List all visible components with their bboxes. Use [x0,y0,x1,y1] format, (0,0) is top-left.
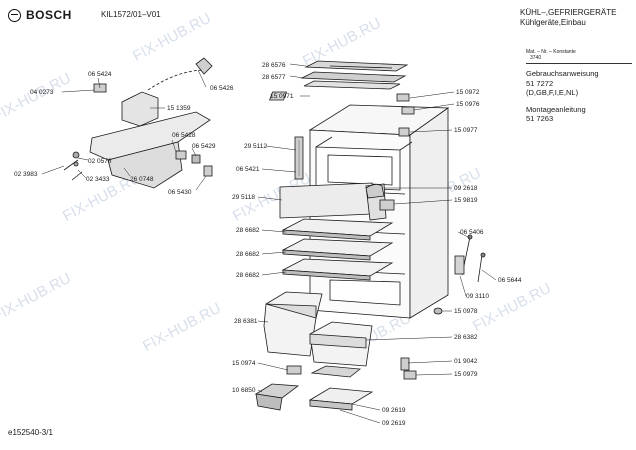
part-number-labels: 06 5424 04 0273 06 5426 15 1359 06 5428 … [14,62,522,427]
part-label: 06 5424 [88,71,112,78]
part-label: 06 5421 [236,166,260,173]
part-label: 28 6576 [262,62,286,69]
part-label: 28 6682 [236,272,260,279]
parts-drawing [63,57,486,411]
lower-tray-parts [254,365,374,411]
part-label: 06 5426 [210,85,234,92]
part-label: 28 6577 [262,74,286,81]
door-and-shelves [279,182,395,281]
part-label: 02 3433 [86,176,110,183]
brand-name: BOSCH [26,8,72,22]
brand-logo: BOSCH [8,8,72,22]
document-info-panel: Mat. – Nr. – Konstante 3740 Gebrauchsanw… [526,49,632,131]
leader-lines [41,63,497,424]
part-label: 01 9042 [454,358,478,365]
part-label: 28 6381 [234,318,258,325]
part-label: 15 0978 [454,308,478,315]
stamp-value: 3740 [530,55,542,61]
part-label: 15 1359 [167,105,191,112]
part-label: 06 5429 [192,143,216,150]
part-label: 29 5112 [244,143,267,150]
part-label: 15 0977 [454,127,478,134]
part-label: 09 2619 [382,407,406,414]
part-label: 10 6850 [232,387,256,394]
part-label: 29 5118 [232,194,255,201]
part-label: 06 5644 [498,277,522,284]
installation-title: Montageanleitung [526,104,586,114]
hinge-brackets [269,91,415,180]
part-label: 06 5406 [460,229,484,236]
part-label: 15 0974 [232,360,256,367]
category-main: KÜHL–,GEFRIERGERÄTE [520,8,617,17]
manual-number: 51 7272 [526,78,554,88]
crisper-drawers [263,291,373,367]
part-label: 09 3110 [466,293,489,300]
part-label: 15 0976 [456,101,480,108]
part-label: 28 6682 [236,251,260,258]
manual-title: Gebrauchsanweisung [526,69,599,78]
part-label: 26 0748 [130,176,154,183]
part-label: 15 0972 [456,89,480,96]
stamp-label: Mat. – Nr. – Konstante [526,49,576,55]
part-label: 02 3983 [14,171,38,178]
part-label: 15 0979 [454,371,478,378]
part-label: 06 5428 [172,132,196,139]
installation-number: 51 7263 [526,114,554,123]
part-label: 28 6682 [236,227,260,234]
part-label: 09 2619 [382,420,406,427]
part-label: 15 9819 [454,197,478,204]
manual-group: Gebrauchsanweisung 51 7272 (D,GB,F,I,E,N… [526,69,632,98]
category-block: KÜHL–,GEFRIERGERÄTE Kühlgeräte,Einbau [520,8,626,28]
part-label: 28 6382 [454,334,478,341]
document-reference: e152540-3/1 [8,428,53,437]
manual-languages: (D,GB,F,I,E,NL) [526,88,579,97]
thermostat-light-assembly [63,57,213,189]
part-label: 09 2618 [454,185,478,192]
installation-group: Montageanleitung 51 7263 [526,105,632,124]
material-number-stamp: Mat. – Nr. – Konstante 3740 [526,49,632,64]
category-sub: Kühlgeräte,Einbau [520,18,586,27]
part-label: 06 5430 [168,189,192,196]
part-label: 04 0273 [30,89,54,96]
model-number: KIL1572/01–V01 [101,10,161,19]
bosch-logo-icon [8,8,21,22]
part-label: 15 0971 [270,93,294,100]
part-label: 02 0578 [88,158,112,165]
top-trim-strips [300,60,409,90]
